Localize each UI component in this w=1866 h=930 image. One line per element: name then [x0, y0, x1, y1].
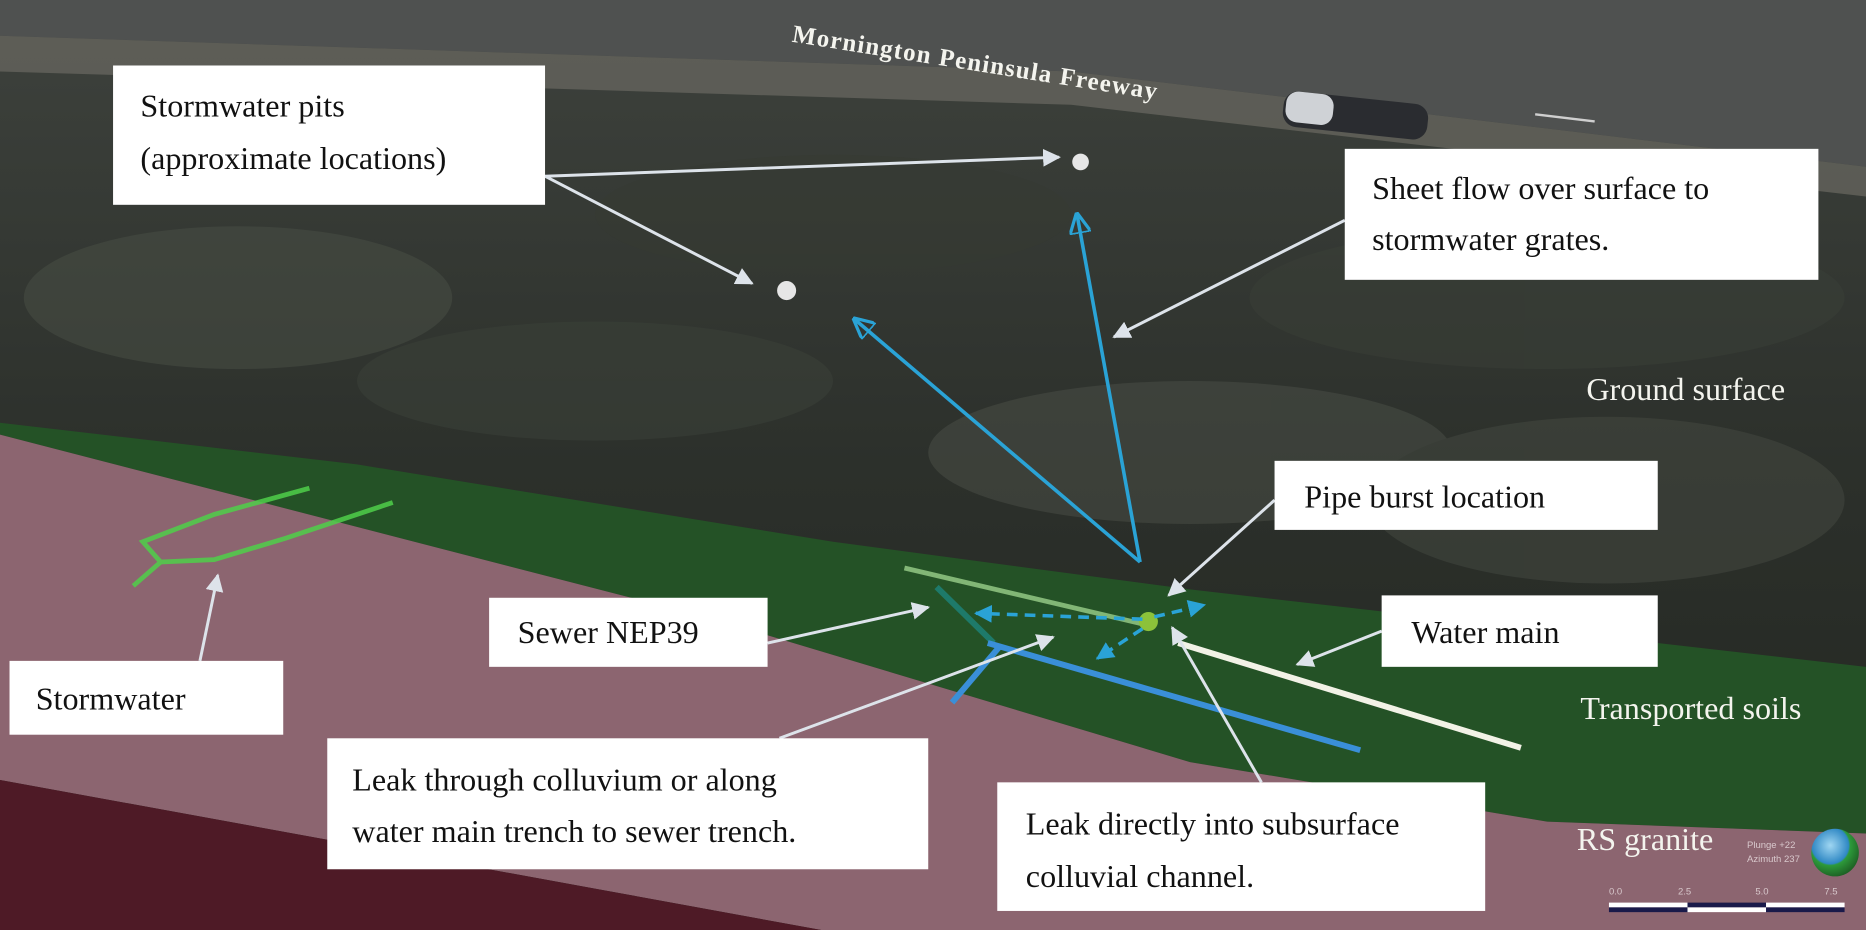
callout-text: Sheet flow over surface to: [1372, 170, 1709, 206]
callout-pipe-burst: Pipe burst location: [1274, 460, 1658, 530]
callout-text: Leak through colluvium or along: [352, 762, 777, 798]
scale-bar: 0.0 2.5 5.0 7.5: [1608, 886, 1845, 913]
label-rs-granite: RS granite: [1577, 821, 1713, 857]
stormwater-pit: [777, 281, 797, 301]
label-ground-surface: Ground surface: [1586, 371, 1785, 407]
callout-text: water main trench to sewer trench.: [352, 813, 796, 849]
sewer-branch: [949, 644, 1002, 705]
stormwater-pit: [1072, 153, 1089, 171]
callout-text: Stormwater pits: [140, 88, 344, 124]
callout-text: Water main: [1411, 614, 1559, 650]
callout-leak-through: Leak through colluvium or along water ma…: [327, 738, 929, 870]
subsurface-flow-arrows: [974, 599, 1207, 660]
azimuth-readout: Azimuth 237: [1747, 854, 1800, 865]
scale-tick-label: 7.5: [1824, 886, 1837, 897]
callout-text: colluvial channel.: [1026, 858, 1254, 894]
lane-marking: [1535, 113, 1595, 123]
leader-arrows: [198, 148, 1383, 784]
stormwater-pipes: [131, 485, 394, 588]
callout-sheet-flow: Sheet flow over surface to stormwater gr…: [1344, 148, 1819, 280]
compass-globe-icon[interactable]: [1811, 828, 1859, 877]
callout-text: Leak directly into subsurface: [1026, 806, 1400, 842]
callout-text: Sewer NEP39: [518, 614, 699, 650]
scale-tick-label: 5.0: [1755, 886, 1768, 897]
pipe-burst-marker: [1138, 612, 1158, 632]
callout-stormwater-pits: Stormwater pits (approximate locations): [113, 65, 546, 205]
water-main-pipe: [1177, 640, 1522, 751]
sewer-pipe: [986, 640, 1362, 754]
plunge-readout: Plunge +22: [1747, 840, 1795, 851]
transported-soils-layer: [0, 422, 1866, 834]
sewer-pipe-segment: [934, 584, 996, 646]
callout-text: Pipe burst location: [1304, 478, 1545, 514]
callout-text: (approximate locations): [140, 140, 446, 176]
label-transported-soils: Transported soils: [1580, 690, 1801, 726]
scale-tick-label: 0.0: [1609, 886, 1622, 897]
scale-tick-label: 2.5: [1678, 886, 1691, 897]
vegetation-texture: [23, 154, 1845, 584]
callout-water-main: Water main: [1381, 595, 1658, 667]
callout-leak-directly: Leak directly into subsurface colluvial …: [997, 782, 1486, 911]
callout-text: stormwater grates.: [1372, 221, 1609, 257]
callout-sewer: Sewer NEP39: [489, 597, 768, 667]
callout-stormwater: Stormwater: [9, 660, 284, 735]
freeway-road: [0, 0, 1866, 167]
water-main-upslope: [903, 565, 1143, 627]
car-roof: [1285, 91, 1334, 125]
sheet-flow-arrows: [854, 214, 1142, 564]
callout-text: Stormwater: [36, 681, 186, 717]
